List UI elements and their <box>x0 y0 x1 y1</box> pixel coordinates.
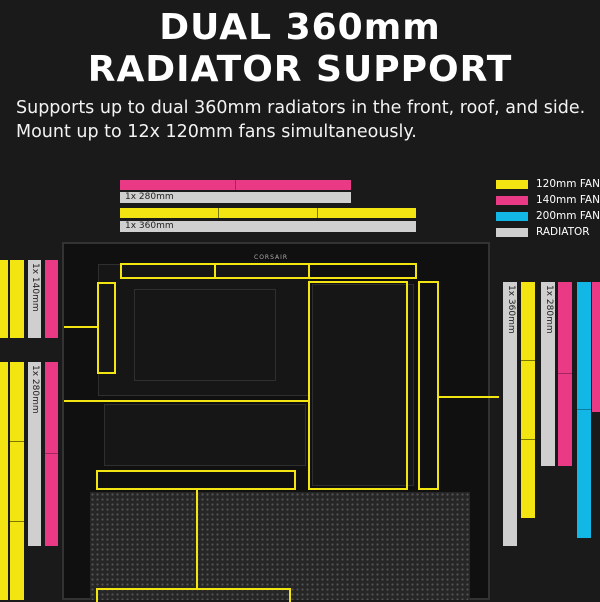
left-120mm-fan-bar-top <box>10 260 24 338</box>
connector-bottom <box>196 490 198 590</box>
right-edge-fan-bar <box>592 282 600 412</box>
connector-left-top <box>64 326 98 328</box>
right-200mm-fan-bar <box>577 282 591 538</box>
case-logo: CORSAIR <box>254 254 289 261</box>
left-140mm-label: 1x 140mm <box>30 263 40 312</box>
connector-left-middle <box>64 400 308 402</box>
cpu-cutout <box>134 289 276 381</box>
right-140mm-fan-bar <box>558 282 572 466</box>
legend-200mm-swatch <box>496 211 528 221</box>
legend-140mm-swatch <box>496 195 528 205</box>
legend-radiator-label: RADIATOR <box>536 226 590 238</box>
legend-radiator: RADIATOR <box>496 226 590 238</box>
legend-140mm-fan: 140mm FAN <box>496 194 600 206</box>
legend-radiator-swatch <box>496 227 528 237</box>
subtitle: Supports up to dual 360mm radiators in t… <box>16 98 586 142</box>
left-edge-fan-bar-1 <box>0 260 8 338</box>
roof-fan-outline <box>120 263 417 279</box>
pcie-area <box>104 404 306 466</box>
headline-line-2: RADIATOR SUPPORT <box>87 49 513 90</box>
top-360mm-radiator-bar: 1x 360mm <box>120 221 416 232</box>
right-120mm-fan-bar <box>521 282 535 518</box>
legend-200mm-fan: 200mm FAN <box>496 210 600 222</box>
legend-120mm-swatch <box>496 179 528 189</box>
right-280mm-radiator-bar: 1x 280mm <box>541 282 555 466</box>
connector-right <box>439 396 499 398</box>
left-280mm-radiator-bar: 1x 280mm <box>28 362 41 546</box>
psu-fan-outline <box>96 588 291 602</box>
right-360mm-label: 1x 360mm <box>506 285 516 334</box>
front-fan-outline <box>418 281 439 490</box>
left-edge-fan-bar-2 <box>0 362 8 600</box>
left-140mm-radiator-bar: 1x 140mm <box>28 260 41 338</box>
legend-140mm-label: 140mm FAN <box>536 194 600 206</box>
legend-120mm-fan: 120mm FAN <box>496 178 600 190</box>
psu-shroud-mesh <box>90 492 470 600</box>
rear-fan-outline <box>97 282 116 374</box>
left-140mm-fan-bar-bottom <box>45 362 58 546</box>
left-140mm-fan-bar-top <box>45 260 58 338</box>
legend-120mm-label: 120mm FAN <box>536 178 600 190</box>
top-280mm-radiator-bar: 1x 280mm <box>120 192 351 203</box>
side-mount-area <box>312 284 414 486</box>
right-280mm-label: 1x 280mm <box>544 285 554 334</box>
side-fan-outline <box>308 281 408 490</box>
left-120mm-fan-bar-bottom <box>10 362 24 600</box>
headline-line-1: DUAL 360mm <box>159 7 441 48</box>
top-360mm-label: 1x 360mm <box>125 221 174 231</box>
legend-200mm-label: 200mm FAN <box>536 210 600 222</box>
left-280mm-label: 1x 280mm <box>30 365 40 414</box>
bottom-fan-outline <box>96 470 296 490</box>
top-280mm-label: 1x 280mm <box>125 192 174 202</box>
right-360mm-radiator-bar: 1x 360mm <box>503 282 517 546</box>
